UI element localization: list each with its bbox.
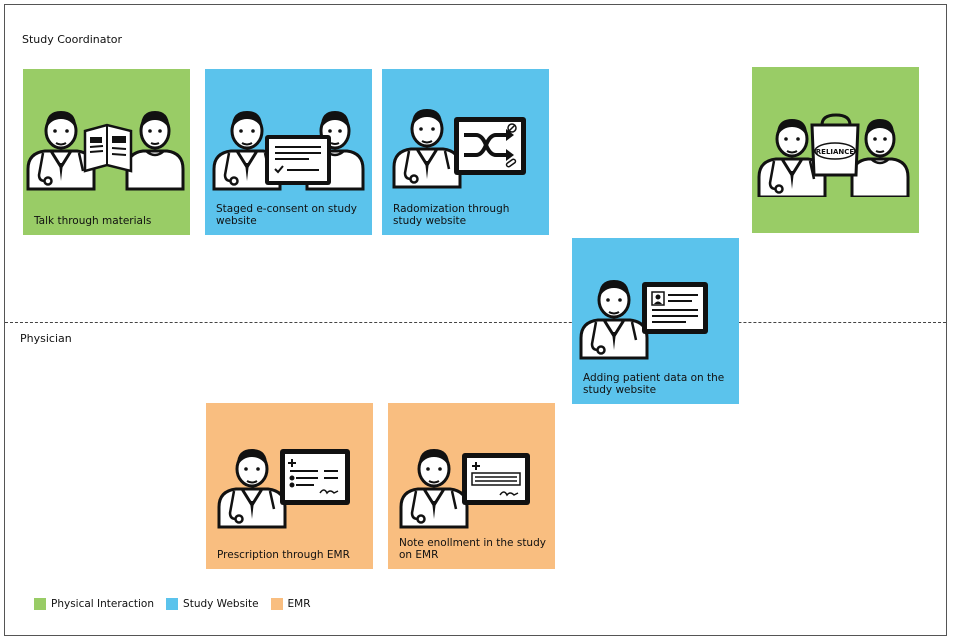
lane-label-physician: Physician: [20, 332, 72, 345]
legend-item-emr: EMR: [270, 598, 311, 610]
legend-label: Study Website: [183, 598, 259, 610]
card-illustration: [399, 447, 530, 529]
card-illustration: [392, 107, 526, 189]
legend-item-physical: Physical Interaction: [34, 598, 154, 610]
card-adding-patient-data: Adding patient data on the study website: [572, 238, 739, 404]
card-illustration: [579, 278, 708, 360]
card-randomization: Radomization through study website: [382, 69, 549, 235]
card-illustration: [26, 109, 185, 191]
card-illustration: [217, 447, 350, 529]
tablet-icon: [280, 449, 350, 505]
patient-icon: [850, 117, 910, 197]
doctor-icon: [579, 278, 649, 360]
card-talk-through-materials: Talk through materials: [23, 69, 190, 235]
card-caption: Radomization through study website: [393, 203, 510, 227]
card-note-enrollment-emr: Note enollment in the study on EMR: [388, 403, 555, 569]
legend-swatch: [270, 598, 283, 610]
bag-icon: RELIANCE: [810, 113, 860, 177]
tablet-icon: [642, 282, 708, 334]
legend-swatch: [166, 598, 179, 610]
card-caption: Talk through materials: [34, 214, 152, 227]
legend-item-website: Study Website: [166, 598, 259, 610]
brochure-icon: [83, 123, 133, 173]
card-illustration: RELIANCE: [757, 113, 910, 197]
card-caption: Prescription through EMR: [217, 548, 350, 561]
card-caption: Adding patient data on the study website: [583, 372, 725, 396]
lane-label-coordinator: Study Coordinator: [22, 33, 123, 46]
legend: Physical Interaction Study Website EMR: [34, 597, 323, 611]
doctor-icon: [399, 447, 469, 529]
legend-label: Physical Interaction: [51, 598, 155, 610]
patient-icon: [125, 109, 185, 191]
diagram-frame: [4, 4, 947, 636]
tablet-icon: [265, 135, 331, 185]
card-caption: Note enollment in the study on EMR: [399, 537, 546, 561]
card-reliance-bag: RELIANCE: [752, 67, 919, 233]
legend-swatch: [34, 598, 46, 610]
legend-label: EMR: [287, 598, 311, 610]
tablet-icon: [454, 117, 526, 175]
card-prescription-emr: Prescription through EMR: [206, 403, 373, 569]
lane-divider: [5, 322, 946, 323]
card-caption: Staged e-consent on study website: [216, 203, 358, 227]
doctor-icon: [217, 447, 287, 529]
tablet-icon: [462, 453, 530, 505]
shuffle-icon: [464, 129, 514, 161]
card-staged-e-consent: Staged e-consent on study website: [205, 69, 372, 235]
bag-logo-text: RELIANCE: [816, 148, 855, 156]
doctor-icon: [392, 107, 462, 189]
card-illustration: [212, 109, 365, 191]
